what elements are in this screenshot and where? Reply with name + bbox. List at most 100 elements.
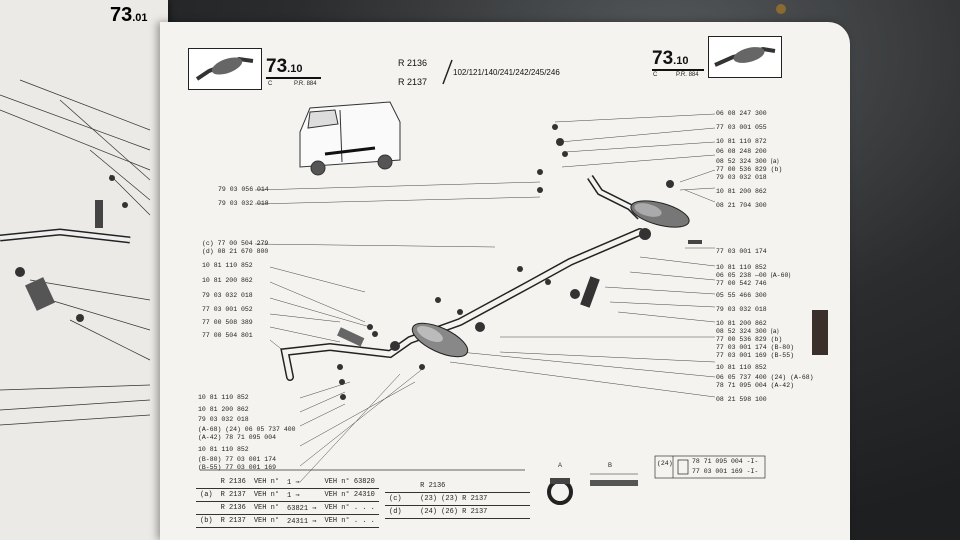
- table-cell: (24) (26) R 2137: [416, 505, 530, 519]
- part-number-label: 10 81 110 852: [716, 364, 767, 371]
- table-cell: 1 ⇒: [283, 488, 321, 502]
- part-number-label: 10 81 110 872: [716, 138, 767, 145]
- catalog-page: 73.10 C P.R. 884 R 2136 R 2137 102/121/1…: [160, 22, 850, 540]
- bolt-b-icon: B: [590, 463, 638, 486]
- part-number-label: 77 03 001 052: [202, 306, 253, 313]
- table-cell: VEH n°: [249, 488, 284, 502]
- legend-line-2: 77 03 001 169 -I-: [692, 468, 759, 475]
- part-number-label: 77 03 001 174: [716, 248, 767, 255]
- part-number-label: 10 81 200 862: [198, 406, 249, 413]
- table-cell: R 2137: [216, 514, 250, 528]
- pin: [776, 4, 786, 14]
- svg-text:A: A: [558, 463, 562, 469]
- table-cell: VEH n° 63820: [320, 476, 379, 489]
- part-number-label: 10 81 200 862: [716, 320, 767, 327]
- part-number-label: 10 81 200 862: [202, 277, 253, 284]
- part-number-label: 79 03 032 018: [716, 174, 767, 181]
- table-cell: (a): [196, 488, 217, 502]
- table-cell: R 2136: [216, 476, 250, 489]
- table-cell: VEH n° . . .: [320, 514, 379, 528]
- section-code-right: 73.10: [652, 48, 689, 69]
- part-number-label: 08 21 704 300: [716, 202, 767, 209]
- part-number-label: 77 00 536 829 (b): [716, 336, 783, 343]
- table-cell: (b): [196, 514, 217, 528]
- exhaust-thumbnail-right: [708, 36, 782, 78]
- part-number-label: 77 03 001 055: [716, 124, 767, 131]
- divider: [652, 69, 704, 71]
- part-number-label: 10 81 200 862: [716, 188, 767, 195]
- part-number-label: 08 52 324 300 ⟮a⟯: [716, 158, 779, 165]
- van-illustration: [299, 101, 401, 176]
- part-number-label: 79 03 032 018: [218, 200, 269, 207]
- page-marker-tab: [812, 310, 828, 355]
- header-slash: [442, 59, 453, 85]
- table-cell: (d): [385, 505, 417, 519]
- table-cell: (c): [385, 492, 417, 506]
- part-number-label: 78 71 095 004 (A-42): [716, 382, 795, 389]
- muffler-icon: [714, 46, 776, 67]
- part-number-label: (B-80) 77 03 001 174: [198, 456, 277, 463]
- muffler-icon: [195, 56, 254, 81]
- table-cell: VEH n°: [249, 501, 284, 515]
- exhaust-diagram: A B: [200, 101, 766, 505]
- clamp-a-icon: A: [547, 463, 573, 505]
- part-number-label: 77 00 504 801: [202, 332, 253, 339]
- part-number-label: 10 81 110 852: [198, 446, 249, 453]
- table-cell: (23) (23) R 2137: [416, 492, 530, 506]
- table-cell: R 2137: [216, 488, 250, 502]
- model-r2137: R 2137: [398, 77, 428, 87]
- part-number-label: 77 00 542 746: [716, 280, 767, 287]
- c-mark: C: [653, 72, 658, 78]
- table-row: (d)(24) (26) R 2137: [385, 505, 530, 519]
- part-number-label: 77 00 508 389: [202, 319, 253, 326]
- divider: [266, 77, 321, 79]
- exhaust-thumbnail-left: [188, 48, 262, 90]
- part-number-label: 79 03 032 018: [716, 306, 767, 313]
- c-mark: C: [268, 81, 273, 87]
- table-row: R 2136: [385, 480, 530, 493]
- part-number-label: 77 00 536 829 (b): [716, 166, 783, 173]
- table-cell: [196, 501, 217, 515]
- part-number-label: (c) 77 00 504 279: [202, 240, 269, 247]
- variant-list: 102/121/140/241/242/245/246: [453, 68, 560, 77]
- table-cell: VEH n° . . .: [320, 501, 379, 515]
- table-cell: VEH n° 24310: [320, 488, 379, 502]
- part-number-label: 06 08 247 300: [716, 110, 767, 117]
- table-cell: R 2136: [416, 480, 530, 493]
- part-number-label: 08 21 598 100: [716, 396, 767, 403]
- part-number-label: 79 03 032 018: [202, 292, 253, 299]
- part-number-label: 06 05 737 400 (24) (A-68): [716, 374, 814, 381]
- pr-ref-left: P.R. 884: [294, 81, 317, 87]
- left-page-code: 73.01: [110, 4, 148, 26]
- table-cell: 63821 ⇒: [283, 501, 321, 515]
- legend-number: (24): [657, 460, 673, 467]
- section-code-left: 73.10: [266, 56, 303, 77]
- table-cell: R 2136: [216, 501, 250, 515]
- part-number-label: (A-68) (24) 06 05 737 400: [198, 426, 296, 433]
- part-number-label: 77 03 001 169 (B-55): [716, 352, 795, 359]
- part-number-label: 10 81 110 852: [202, 262, 253, 269]
- front-silencer: [411, 322, 469, 358]
- part-number-label: 79 03 032 018: [198, 416, 249, 423]
- table-cell: 24311 ⇒: [283, 514, 321, 528]
- rear-silencer: [630, 200, 690, 228]
- legend-line-1: 78 71 095 004 -I-: [692, 458, 759, 465]
- part-number-label: 08 52 324 300 ⟮a⟯: [716, 328, 779, 335]
- part-number-label: 10 81 110 852: [198, 394, 249, 401]
- table-cell: [196, 476, 217, 489]
- part-number-label: 10 81 110 852: [716, 264, 767, 271]
- part-number-label: 06 05 238 —00 ⟮A-60⟯: [716, 272, 791, 279]
- vehicle-range-table-mid: R 2136(c)(23) (23) R 2137(d)(24) (26) R …: [385, 480, 530, 519]
- part-number-label: 79 03 056 014: [218, 186, 269, 193]
- part-number-label: 06 08 248 200: [716, 148, 767, 155]
- table-cell: VEH n°: [249, 514, 284, 528]
- left-page-diagram: [0, 79, 151, 426]
- part-number-label: (A-42) 78 71 095 004: [198, 434, 277, 441]
- part-number-label: (B-55) 77 03 001 169: [198, 464, 277, 471]
- table-cell: [385, 480, 417, 493]
